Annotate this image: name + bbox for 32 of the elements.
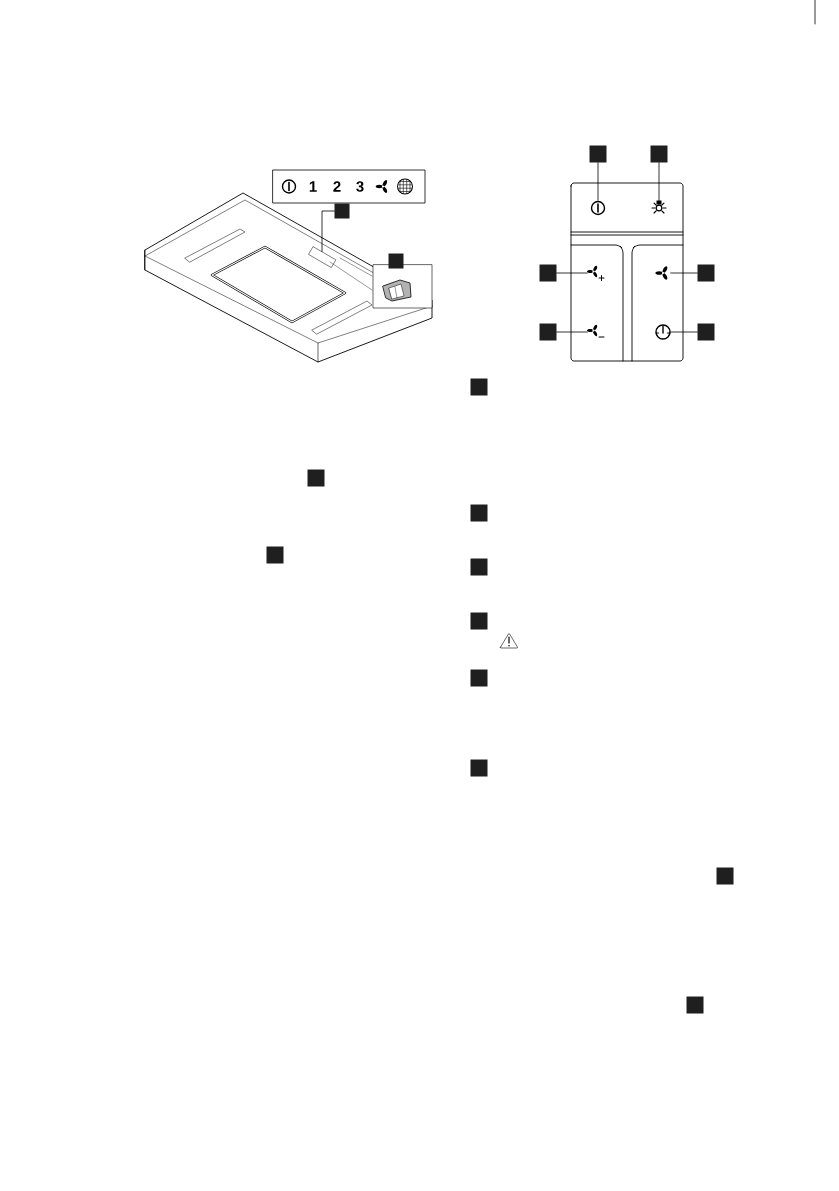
fan-minus-icon (587, 324, 605, 338)
callout-marker (470, 669, 488, 687)
leader-line (556, 272, 588, 274)
leader-line (556, 331, 588, 333)
callout-marker (470, 504, 488, 522)
leader-line (670, 331, 698, 333)
callout-marker (650, 145, 668, 163)
control-strip (308, 246, 336, 268)
callout-marker (470, 558, 488, 576)
callout-marker (470, 612, 488, 630)
callout-marker (307, 469, 325, 487)
leader-line (321, 210, 335, 252)
callout-marker (589, 145, 607, 163)
fan-icon (655, 266, 668, 280)
callout-marker (716, 867, 734, 885)
callout-marker (539, 323, 557, 341)
leader-line (670, 272, 698, 274)
callout-marker (470, 378, 488, 396)
timer-icon (655, 324, 671, 340)
callout-marker (266, 546, 284, 564)
callout-marker (686, 996, 704, 1014)
power-icon (590, 200, 606, 216)
callout-marker (539, 264, 557, 282)
callout-marker (697, 323, 715, 341)
fan-plus-icon (587, 265, 605, 281)
symbol-strip: 1 2 3 (272, 169, 426, 204)
callout-marker (388, 253, 404, 269)
light-icon (651, 200, 667, 214)
leader-line (597, 162, 599, 201)
leader-line (658, 162, 660, 201)
callout-marker (697, 264, 715, 282)
callout-marker (470, 759, 488, 777)
